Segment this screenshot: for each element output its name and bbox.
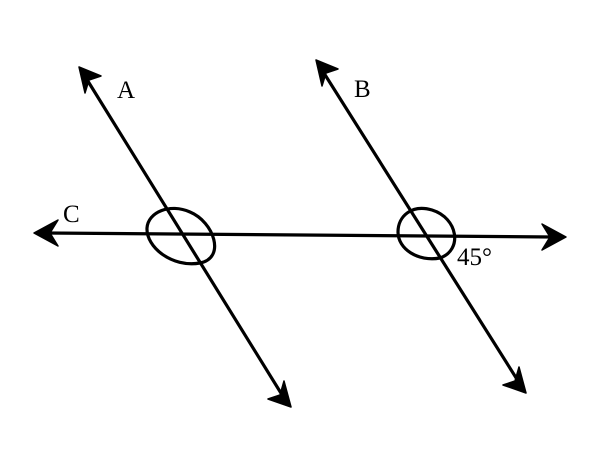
arrowhead-c-left: [33, 219, 59, 247]
arrowhead-a-top: [78, 66, 102, 94]
arrowhead-b-top: [315, 59, 339, 87]
angle-marker-ac: [145, 206, 217, 266]
label-b: B: [354, 76, 371, 103]
angle-marker-bc: [396, 206, 457, 261]
line-b: [315, 59, 527, 394]
line-a: [78, 66, 292, 408]
arrowhead-c-right: [541, 223, 567, 251]
arrowhead-b-bottom: [502, 366, 527, 394]
label-c: C: [63, 201, 80, 228]
arrowhead-a-bottom: [267, 380, 292, 408]
angle-label-45: 45°: [457, 244, 492, 271]
label-a: A: [117, 77, 135, 104]
line-c: [33, 219, 567, 251]
